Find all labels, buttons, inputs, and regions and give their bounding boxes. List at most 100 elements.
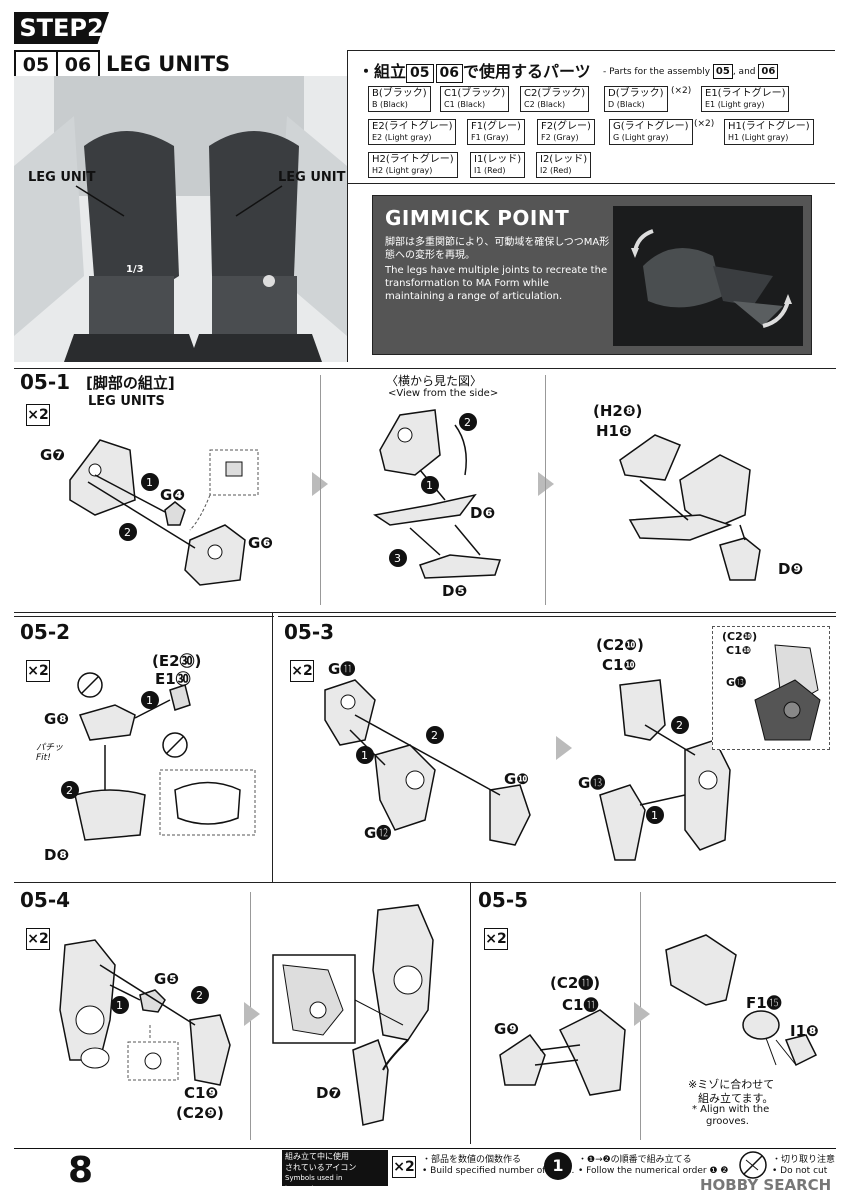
s051-title-en: LEG UNITS (88, 394, 165, 409)
s055-note-jp-1: ※ミゾに合わせて (688, 1078, 775, 1091)
s053-diagram-2: 2 1 (599, 679, 731, 861)
s054-part-c2-9: (C2❾) (176, 1104, 224, 1122)
header-top-rule (347, 50, 835, 51)
s051-part-h2-8: (H2❽) (593, 402, 643, 420)
s053-diagram-1: 2 1 (324, 679, 531, 846)
s055-note-en-1: * Align with the (692, 1104, 770, 1115)
gimmick-text-jp: 脚部は多重関節により、可動域を確保しつつMA形態への変形を再現。 (385, 237, 610, 261)
parts-en-num-a: 05 (712, 64, 733, 79)
gimmick-title: GIMMICK POINT (385, 206, 570, 230)
section-label-05-4: 05-4 (20, 888, 71, 912)
footer-icons-legend: 組み立て中に使用 されているアイコン Symbols used in instr… (282, 1150, 388, 1193)
footer-icon2-en: • Follow the numerical order ❶ ❷ (578, 1166, 729, 1176)
s053-part-c1-10: C1❿ (602, 656, 637, 674)
s051-divider-1 (320, 375, 321, 605)
parts-title-prefix: ・組立 (358, 62, 407, 81)
step-number-b: 06 (64, 54, 92, 76)
parts-bottom-rule (347, 183, 835, 184)
parts-en-prefix: - Parts for the assembly (603, 67, 711, 77)
svg-text:2: 2 (124, 526, 131, 539)
s051-divider-2 (545, 375, 546, 605)
svg-text:1: 1 (426, 479, 433, 492)
s053-part-g11: G⓫ (328, 660, 356, 678)
footer-icon3-en: • Do not cut (772, 1166, 828, 1176)
s054-part-d7: D❼ (316, 1084, 342, 1102)
s055-note-en-2: grooves. (706, 1116, 749, 1127)
s051-part-g7: G❼ (40, 446, 66, 464)
leg-unit-label-right: LEG UNIT (278, 170, 346, 185)
s051-part-d6: D❻ (470, 504, 496, 522)
s052-fit-label: パチッ Fit! (36, 743, 64, 763)
s053-multiplier: ×2 (290, 660, 314, 682)
s052-part-d8: D❽ (44, 846, 70, 864)
s051-part-d5: D❺ (442, 582, 468, 600)
s051-part-g4: G❹ (160, 486, 186, 504)
part-chip-f1: F1(グレー)F1 (Gray) (467, 119, 525, 145)
s051-view-en: <View from the side> (388, 388, 499, 399)
part-chip-e2: E2(ライトグレー)E2 (Light gray) (368, 119, 457, 145)
svg-text:3: 3 (394, 552, 401, 565)
part-chip-c1: C1(ブラック)C1 (Black) (440, 86, 510, 112)
s054-part-c1-9: C1❾ (184, 1084, 219, 1102)
part-chip-h1: H1(ライトグレー)H1 (Light gray) (724, 119, 814, 145)
section-label-05-5: 05-5 (478, 888, 529, 912)
s051-part-g6: G❻ (248, 534, 274, 552)
s051-multiplier: ×2 (26, 404, 50, 426)
row2-header-rule (14, 616, 274, 617)
s054-multiplier: ×2 (26, 928, 50, 950)
footer-rule (14, 1148, 836, 1149)
part-chip-d-mult: (×2) (671, 86, 692, 96)
row2b-header-rule (278, 616, 836, 617)
section-label-05-2: 05-2 (20, 620, 71, 644)
s051-diagram-1: 1 2 (69, 439, 259, 586)
part-chip-g-mult: (×2) (694, 119, 715, 129)
s051-view-jp: 〈横から見た図〉 (386, 374, 483, 388)
s055-part-f1-15: F1⓯ (746, 994, 782, 1012)
s053-part-c2-10: (C2❿) (596, 636, 644, 654)
s055-step-arrow (634, 1002, 650, 1026)
part-chip-c2: C2(ブラック)C2 (Black) (520, 86, 590, 112)
gimmick-photo (613, 206, 803, 346)
s053-detail-g13: G⓭ (726, 676, 747, 689)
part-chip-b: B(ブラック)B (Black) (368, 86, 431, 112)
page-number: 8 (68, 1150, 94, 1191)
step-tab: STEP2 (14, 12, 109, 44)
step-number-group: 05 06 (14, 50, 100, 80)
svg-text:2: 2 (196, 989, 203, 1002)
part-chip-i1: I1(レッド)I1 (Red) (470, 152, 526, 178)
row1-top-rule (14, 368, 836, 369)
s055-diagram-2 (665, 934, 818, 1067)
s051-step-arrow-2 (538, 472, 554, 496)
s055-part-c2-11: (C2⓫) (550, 974, 601, 992)
gimmick-point-panel: GIMMICK POINT 脚部は多重関節により、可動域を確保しつつMA形態への… (372, 195, 812, 355)
s053-part-g12: G⓬ (364, 824, 392, 842)
footer-icon1-en: • Build specified number of parts. (422, 1166, 575, 1176)
s052-part-e2-30: (E2㉚) (152, 652, 202, 670)
footer-icon3-jp: ・切り取り注意 (772, 1155, 836, 1165)
s053-detail-diagram (754, 644, 821, 741)
footer-do-not-cut-icon (739, 1151, 767, 1179)
s055-part-i1-8: I1❽ (790, 1022, 819, 1040)
parts-panel-en: - Parts for the assembly 05, and 06 (603, 64, 779, 79)
s051-title-jp: [脚部の組立] (86, 374, 175, 392)
s054-diagram-2 (272, 904, 434, 1126)
svg-text:1: 1 (116, 999, 123, 1012)
watermark: HOBBY SEARCH (700, 1176, 832, 1194)
row2-mid-divider (272, 612, 273, 882)
s053-step-arrow (556, 736, 572, 760)
footer-multiplier-icon: ×2 (392, 1156, 416, 1178)
svg-text:1: 1 (146, 476, 153, 489)
parts-en-and: , and (732, 67, 756, 77)
svg-text:1: 1 (361, 749, 368, 762)
row1-bottom-rule (14, 612, 836, 613)
svg-text:1: 1 (146, 694, 153, 707)
s054-step-arrow (244, 1002, 260, 1026)
svg-text:2: 2 (66, 784, 73, 797)
parts-num-a: 05 (406, 64, 434, 83)
row2-bottom-rule (14, 882, 836, 883)
section-label-05-1: 05-1 (20, 370, 71, 394)
section-label-05-3: 05-3 (284, 620, 335, 644)
s051-part-h1-8: H1❽ (596, 422, 632, 440)
leg-unit-label-left: LEG UNIT (28, 170, 96, 185)
